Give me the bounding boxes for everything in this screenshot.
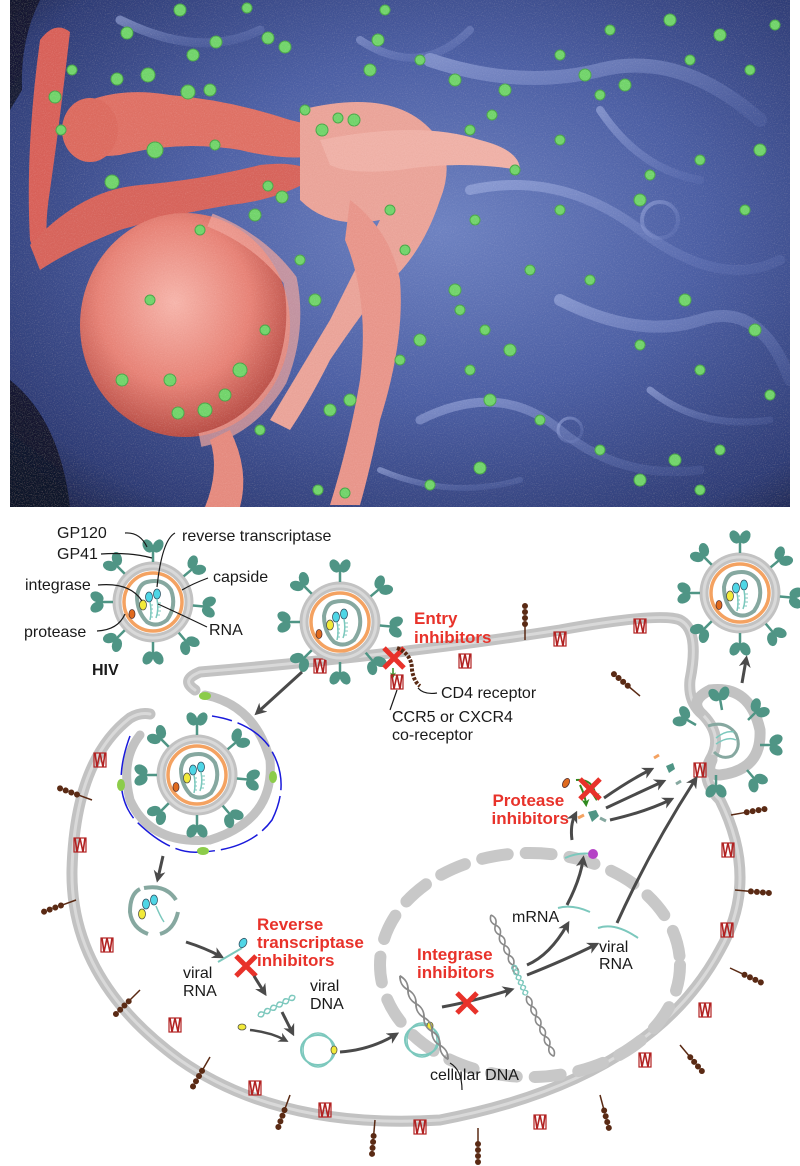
integration-site — [396, 973, 452, 1062]
hiv-life-cycle-diagram: GP120 GP41 reverse transcriptase integra… — [24, 510, 800, 1166]
protease-inhibitors-label: Protease inhibitors — [492, 791, 569, 828]
label-capside: capside — [213, 569, 268, 586]
protease-block-x-icon — [580, 779, 600, 799]
label-cd4-receptor: CD4 receptor — [441, 685, 537, 702]
hiv-virion-reference — [88, 537, 218, 666]
reverse-transcriptase-block-x-icon — [236, 956, 256, 976]
hiv-electron-micrograph — [0, 0, 800, 510]
cell-surface-ridges — [115, 15, 796, 491]
integrated-provirus — [487, 913, 557, 1059]
budding-virion — [667, 682, 786, 801]
label-protease: protease — [24, 624, 86, 641]
label-viral-rna-1: viral RNA — [183, 965, 217, 1000]
lymphocyte — [28, 27, 520, 507]
label-cellular-dna: cellular DNA — [430, 1067, 519, 1084]
cell-membrane — [66, 612, 766, 1127]
fusing-virion — [117, 692, 282, 855]
label-viral-rna-2: viral RNA — [599, 939, 633, 973]
label-rna: RNA — [209, 622, 243, 639]
label-reverse-transcriptase: reverse transcriptase — [182, 528, 331, 545]
polyprotein — [564, 849, 598, 859]
viral-dna-helix — [256, 993, 298, 1019]
label-gp120: GP120 — [57, 525, 107, 542]
label-hiv: HIV — [92, 662, 119, 679]
arrow-release — [738, 655, 751, 684]
reverse-transcriptase-inhibitors-label: Reverse transcriptase inhibitors — [257, 915, 369, 970]
assembling-components — [653, 753, 682, 786]
uncoating-capsid — [127, 885, 180, 936]
virion-leader-lines — [96, 532, 209, 632]
circular-viral-dna — [300, 1032, 338, 1068]
label-mrna: mRNA — [512, 909, 559, 926]
viral-rna-strand — [217, 937, 248, 963]
label-viral-dna: viral DNA — [310, 978, 344, 1013]
entry-inhibitors-label: Entry inhibitors — [414, 609, 491, 647]
label-integrase: integrase — [25, 577, 91, 594]
label-coreceptor: CCR5 or CXCR4 co-receptor — [392, 709, 517, 744]
mrna-strand — [557, 905, 591, 913]
nucleus — [374, 847, 686, 1083]
membrane-receptors — [39, 602, 773, 1166]
viral-rna-strand-2 — [597, 925, 639, 939]
arrow-entry — [254, 670, 304, 716]
virion-particles — [48, 2, 781, 499]
integrase-inhibitors-label: Integrase inhibitors — [417, 945, 497, 982]
label-gp41: GP41 — [57, 546, 98, 563]
